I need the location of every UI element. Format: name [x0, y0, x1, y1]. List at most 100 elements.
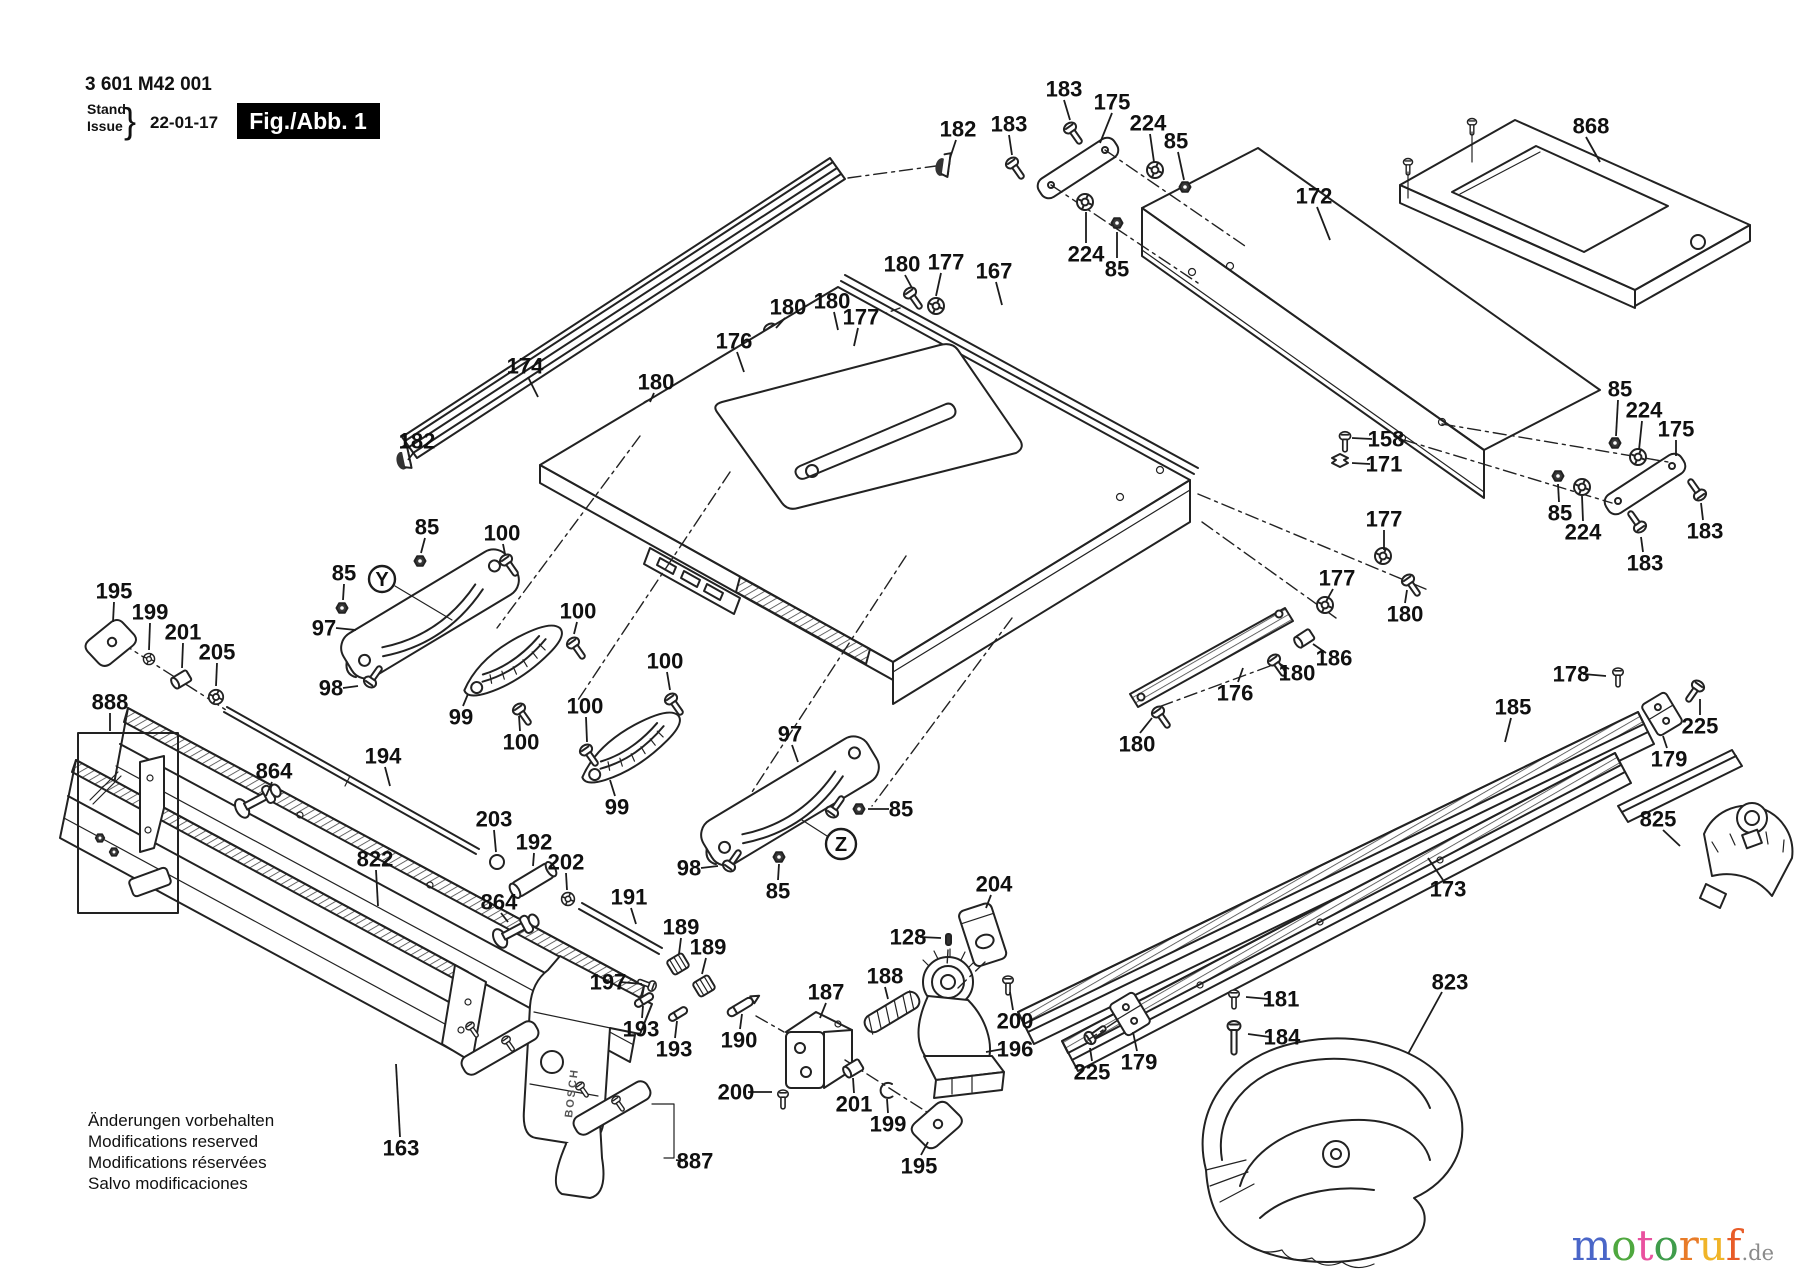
leader-line	[518, 715, 521, 732]
guide-rail-173	[1061, 752, 1632, 1072]
leader-line	[985, 894, 992, 909]
leader-line	[700, 865, 719, 869]
leader-line	[1351, 462, 1371, 465]
leader-line	[641, 1005, 644, 1019]
leader-line	[791, 744, 799, 763]
screw-200	[1001, 975, 1015, 996]
fence-head	[522, 955, 653, 1199]
part-label-200: 200	[997, 1009, 1034, 1034]
leader-line	[736, 351, 745, 373]
note-line: Modifications réservées	[88, 1153, 267, 1172]
bushing-186	[1291, 627, 1316, 651]
leader-line	[532, 852, 535, 867]
part-label-183: 183	[1046, 77, 1083, 102]
part-label-175: 175	[1658, 417, 1695, 442]
part-label-180: 180	[1279, 661, 1316, 686]
watermark-logo[interactable]: motoruf.de	[1571, 1225, 1774, 1267]
watermark-letter: o	[1611, 1221, 1637, 1270]
washer-177	[927, 297, 945, 315]
fence-pad-set-887	[460, 1019, 675, 1159]
leader-line	[502, 543, 506, 555]
sleeve-192	[508, 861, 558, 899]
nut-85	[1608, 437, 1622, 449]
part-label-186: 186	[1316, 646, 1353, 671]
part-label-172: 172	[1296, 184, 1333, 209]
leader-line	[1582, 673, 1607, 677]
screw-180	[1148, 703, 1175, 732]
washer-224	[1573, 478, 1591, 496]
part-label-823: 823	[1432, 970, 1469, 995]
screw-200	[776, 1089, 790, 1110]
lock-handle-196	[917, 948, 1005, 1099]
washer-224	[1629, 448, 1647, 466]
part-label-195: 195	[96, 579, 133, 604]
part-label-180: 180	[884, 252, 921, 277]
leader-line	[493, 829, 497, 853]
part-label-180: 180	[770, 295, 807, 320]
clip-195	[904, 1096, 969, 1154]
leader-line	[1404, 589, 1408, 604]
leader-line	[995, 281, 1003, 306]
part-label-85: 85	[766, 879, 790, 904]
leader-line	[1099, 112, 1113, 144]
link-plate-175-top	[1036, 136, 1246, 284]
part-label-175: 175	[1094, 90, 1131, 115]
leader-line	[678, 937, 682, 955]
leader-line	[649, 392, 655, 403]
leader-line	[181, 642, 184, 669]
part-label-180: 180	[1119, 732, 1156, 757]
part-label-189: 189	[663, 915, 700, 940]
part-label-202: 202	[548, 850, 585, 875]
fence-rail-163	[59, 759, 487, 1063]
leader-line	[985, 1048, 1004, 1053]
nut-85	[335, 602, 349, 614]
part-label-201: 201	[165, 620, 202, 645]
part-label-191: 191	[611, 885, 648, 910]
part-label-176: 176	[1217, 681, 1254, 706]
part-label-85: 85	[332, 561, 356, 586]
part-label-224: 224	[1068, 242, 1105, 267]
issue-label: Issue	[87, 118, 123, 134]
leader-line	[384, 766, 391, 787]
view-callouts: YZ	[367, 564, 858, 861]
leader-line	[1063, 99, 1071, 121]
pin-193	[666, 1004, 690, 1024]
nut-85	[413, 555, 427, 567]
watermark-suffix: .de	[1741, 1241, 1774, 1265]
leader-line	[342, 685, 359, 689]
leader-line	[342, 583, 345, 601]
part-label-201: 201	[836, 1092, 873, 1117]
part-label-100: 100	[560, 599, 597, 624]
part-label-188: 188	[867, 964, 904, 989]
screw-181	[1228, 989, 1240, 1010]
part-label-167: 167	[976, 259, 1013, 284]
part-label-85: 85	[889, 797, 913, 822]
part-label-158: 158	[1368, 427, 1405, 452]
callout-letter-Y: Y	[375, 569, 389, 591]
screw-225	[1681, 677, 1708, 706]
saw-table-167	[539, 274, 1199, 705]
leader-line	[630, 907, 637, 925]
leader-line	[500, 912, 509, 923]
nut-85	[1551, 470, 1565, 482]
leader-line	[775, 317, 786, 329]
watermark-letter: t	[1636, 1221, 1654, 1270]
callout-circle-Y	[367, 564, 397, 594]
leader-line	[1351, 437, 1373, 440]
c-clip-199	[879, 1081, 894, 1099]
leader-line	[215, 662, 218, 687]
part-label-194: 194	[365, 744, 402, 769]
leader-line	[573, 621, 578, 635]
part-label-180: 180	[814, 289, 851, 314]
leader-line	[1245, 996, 1270, 1000]
pin-128	[945, 933, 952, 946]
leader-line	[1009, 991, 1014, 1011]
part-label-97: 97	[778, 722, 802, 747]
part-label-224: 224	[1130, 111, 1167, 136]
screw-180	[1398, 571, 1425, 600]
note-line: Änderungen vorbehalten	[88, 1111, 274, 1130]
part-label-180: 180	[1387, 602, 1424, 627]
leader-line	[1312, 643, 1327, 654]
leader-line	[1700, 502, 1704, 521]
